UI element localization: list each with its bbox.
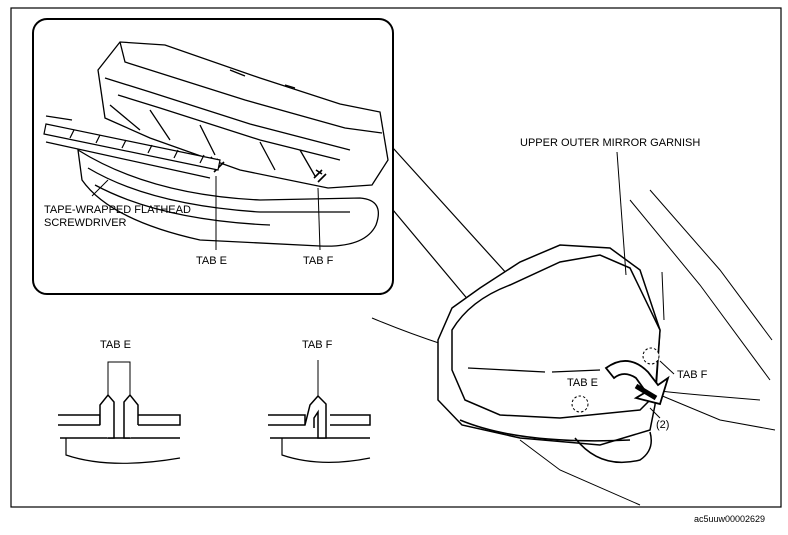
detail-labels: TAPE-WRAPPED FLATHEAD SCREWDRIVER TAB E … — [44, 176, 334, 267]
screwdriver-illustration — [43, 115, 221, 179]
detail-mirror-housing — [77, 41, 389, 247]
tab-f-section-drawing — [268, 360, 371, 463]
label-section-tab-f: TAB F — [302, 339, 333, 351]
label-detail-tab-e: TAB E — [196, 255, 227, 267]
label-main-tab-e: TAB E — [567, 377, 598, 389]
tab-location-markers — [571, 347, 660, 413]
label-screwdriver-line1: TAPE-WRAPPED FLATHEAD — [44, 204, 191, 216]
mirror-assembly — [437, 244, 661, 464]
tab-f-location-marker — [642, 347, 660, 365]
label-screwdriver-line2: SCREWDRIVER — [44, 217, 127, 229]
outer-frame — [10, 7, 782, 508]
label-upper-outer-mirror-garnish: UPPER OUTER MIRROR GARNISH — [520, 137, 700, 149]
main-labels: UPPER OUTER MIRROR GARNISH TAB E TAB F (… — [520, 137, 708, 431]
tab-e-location-marker — [571, 395, 589, 413]
label-main-tab-f: TAB F — [677, 369, 708, 381]
callout-leaders — [392, 147, 509, 303]
label-section-tab-e: TAB E — [100, 339, 131, 351]
removal-direction-arrow — [604, 360, 670, 406]
label-detail-tab-f: TAB F — [303, 255, 334, 267]
tab-e-section-drawing — [58, 361, 181, 464]
label-step-number: (2) — [656, 419, 669, 431]
figure-code: ac5uuw00002629 — [694, 514, 765, 524]
